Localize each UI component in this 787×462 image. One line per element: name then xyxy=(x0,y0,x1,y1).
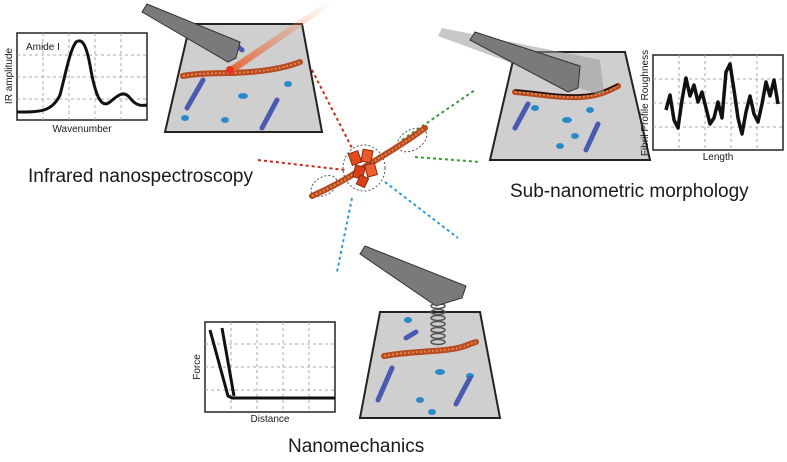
ir-ylabel: IR amplitude xyxy=(4,47,15,104)
connector-lines xyxy=(257,69,481,273)
link-infrared-upper xyxy=(311,69,353,149)
mechanics-sample-panel xyxy=(358,245,502,419)
link-mechanics-left xyxy=(336,197,353,273)
particles xyxy=(181,81,292,123)
force-retract-line xyxy=(220,327,236,397)
caption-mechanics: Nanomechanics xyxy=(288,436,425,457)
morphology-sample-panel xyxy=(438,28,652,161)
link-infrared-lower xyxy=(257,159,346,171)
fibril xyxy=(180,59,303,79)
spring-icon xyxy=(430,302,446,346)
roughness-xlabel: Length xyxy=(703,152,734,163)
force-ylabel: Force xyxy=(192,354,203,380)
caption-infrared: Infrared nanospectroscopy xyxy=(28,166,253,187)
force-xlabel: Distance xyxy=(251,414,290,425)
laser-beam-icon xyxy=(228,2,332,74)
ir-xlabel: Wavenumber xyxy=(52,124,112,135)
sample-plate xyxy=(163,23,324,133)
laser-spot xyxy=(226,66,234,74)
afm-cantilever-icon xyxy=(141,3,241,63)
sample-plate xyxy=(358,311,502,419)
link-mechanics-right xyxy=(384,181,459,239)
sample-plate xyxy=(488,51,652,161)
ir-sample-panel xyxy=(141,2,332,133)
profile-trace xyxy=(514,83,619,96)
force-plot: Force Distance xyxy=(192,321,336,425)
roughness-plot: Fibril Profile Roughness Length xyxy=(640,50,784,163)
ir-annotation: Amide I xyxy=(26,42,60,53)
central-fibril-cluster xyxy=(309,125,428,199)
ir-spectrum-line xyxy=(16,39,148,114)
protein-aggregate-icon xyxy=(347,148,378,189)
caption-morphology: Sub-nanometric morphology xyxy=(510,181,749,202)
roughness-ylabel: Fibril Profile Roughness xyxy=(640,50,651,156)
afm-cantilever-icon xyxy=(359,245,467,307)
force-approach-line xyxy=(208,329,335,400)
central-dashed-circle xyxy=(342,144,386,192)
link-morphology-lower xyxy=(414,156,481,163)
link-morphology-upper xyxy=(401,89,476,141)
afm-cantilever-icon xyxy=(469,31,581,93)
roughness-line xyxy=(664,62,780,136)
ir-plot: Amide I IR amplitude Wavenumber xyxy=(4,32,148,135)
